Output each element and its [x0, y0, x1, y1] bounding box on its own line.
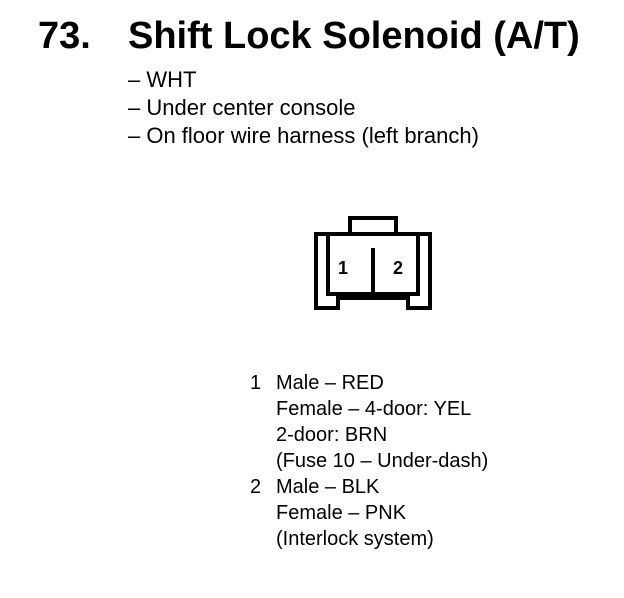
connector-diagram: 1 2	[314, 216, 432, 310]
pin-1-number: 1	[250, 372, 262, 394]
pin-1-fuse: (Fuse 10 – Under-dash)	[276, 450, 489, 472]
pin-2-female: Female – PNK	[276, 502, 407, 524]
pin-2-male: Male – BLK	[276, 476, 380, 498]
connector-location: – Under center console	[128, 95, 356, 120]
connector-color: – WHT	[128, 67, 197, 92]
pin-2-number: 2	[250, 476, 262, 498]
connector-harness: – On floor wire harness (left branch)	[128, 123, 479, 148]
pin-2-system: (Interlock system)	[276, 528, 434, 550]
page-title: Shift Lock Solenoid (A/T)	[128, 15, 580, 57]
pin-1-female: Female – 4-door: YEL	[276, 398, 472, 420]
connector-details: – WHT – Under center console – On floor …	[128, 66, 479, 150]
pin-1-female-2door: 2-door: BRN	[276, 424, 388, 446]
terminal-2-label: 2	[393, 258, 403, 278]
pin-1-male: Male – RED	[276, 372, 384, 394]
pin-1: 1 Male – RED Female – 4-door: YEL 2-door…	[250, 370, 488, 474]
terminal-1-label: 1	[338, 258, 348, 278]
pin-list: 1 Male – RED Female – 4-door: YEL 2-door…	[250, 370, 488, 552]
pin-2: 2 Male – BLK Female – PNK (Interlock sys…	[250, 474, 488, 552]
section-number: 73.	[38, 15, 91, 57]
